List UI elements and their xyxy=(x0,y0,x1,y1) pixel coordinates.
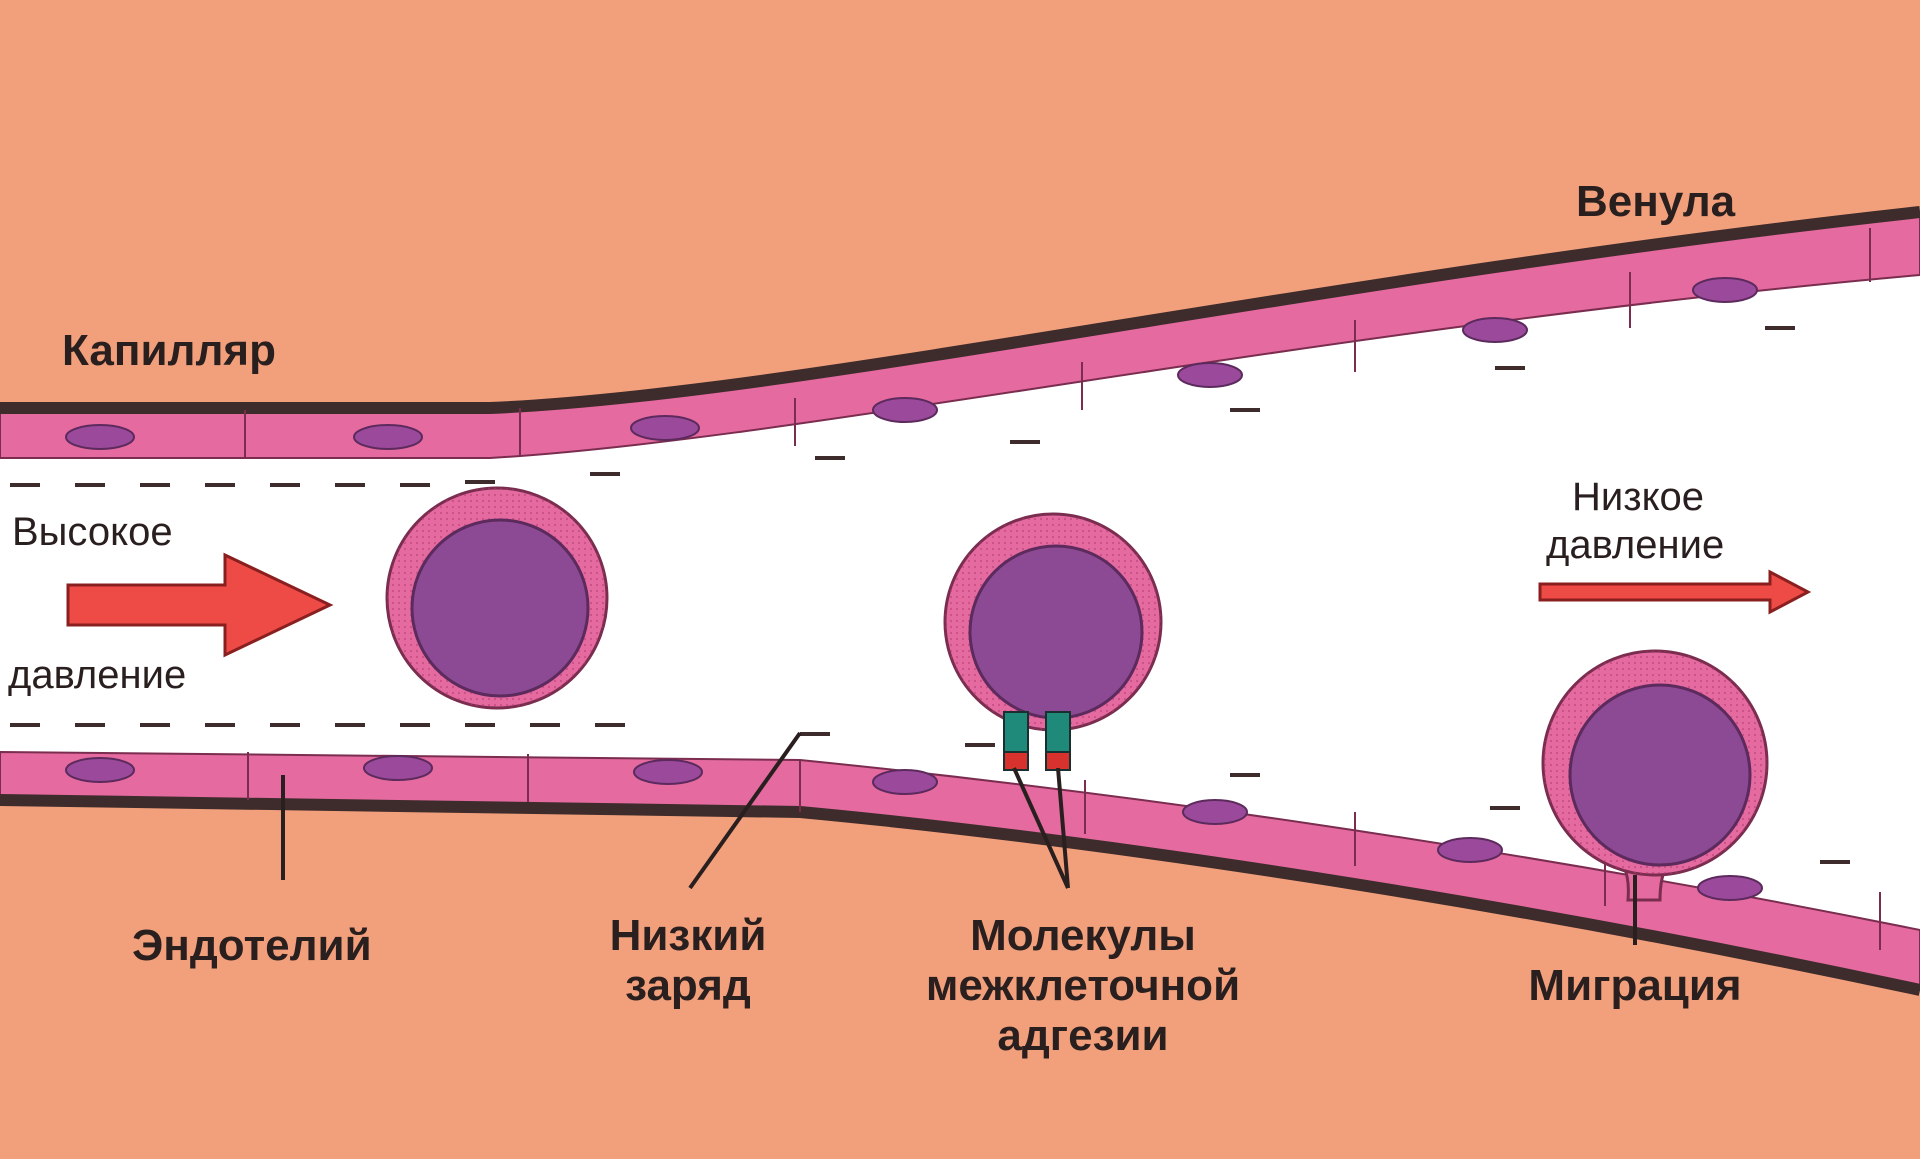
label-migration: Миграция xyxy=(1528,961,1741,1010)
label-high-pressure-line2: давление xyxy=(8,653,186,697)
label-endothelium: Эндотелий xyxy=(132,921,372,970)
leukocyte-flowing xyxy=(387,488,607,708)
label-low-charge-line2: заряд xyxy=(625,961,751,1010)
label-adhesion-line3: адгезии xyxy=(997,1011,1168,1060)
label-venule: Венула xyxy=(1576,177,1736,226)
leukocyte-adhering xyxy=(945,514,1161,730)
label-adhesion-line1: Молекулы xyxy=(970,911,1196,960)
label-high-pressure-line1: Высокое xyxy=(12,510,173,554)
label-low-charge-line1: Низкий xyxy=(610,911,767,960)
label-low-pressure-line1: Низкое xyxy=(1572,475,1704,519)
label-capillary: Капилляр xyxy=(62,326,276,375)
label-low-pressure-line2: давление xyxy=(1546,523,1724,567)
label-adhesion-line2: межклеточной xyxy=(926,961,1240,1010)
